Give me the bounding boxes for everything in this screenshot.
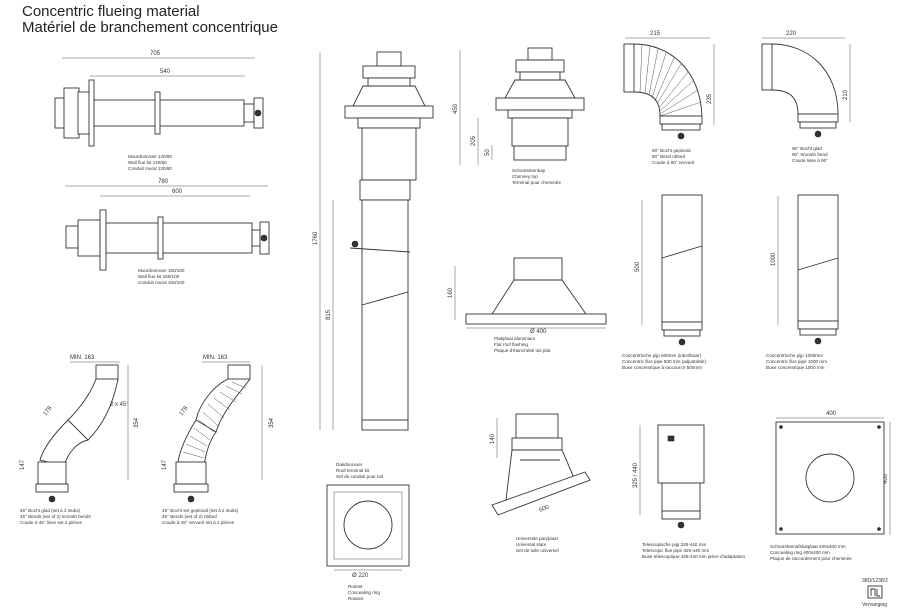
caption-wall-100-fr: Conduit mural 150/100 <box>138 280 185 285</box>
pipe-500: 500 Concentrische pijp 500mm (inkortbaar… <box>622 194 706 370</box>
caption-chimney-nl: Schoorsteenkap <box>512 168 546 173</box>
dim-540: 540 <box>160 69 171 75</box>
wall-flue-kit-80: 705 540 Muurdoorvoer 130/80 Wall flue ki… <box>54 51 264 171</box>
dim-705: 705 <box>150 51 161 57</box>
footer: 38D/1238/2 Vervanging <box>862 578 888 608</box>
caption-slate-en: Universal slate <box>516 542 547 547</box>
caption-plate-en: Concealing ring 400x400 mm <box>770 550 830 555</box>
caption-flat-nl: Plakplaat aluminium <box>494 336 535 341</box>
caption-p500-fr: Buse concentrique à raccourcir 500mm <box>622 365 702 370</box>
bend45-ribbed: MIN. 163 178 147 354 45° Bocht set geplo… <box>162 355 275 525</box>
dim-354-b: 354 <box>269 417 275 428</box>
dim-1000: 1000 <box>771 252 777 266</box>
caption-chimney-fr: Terminal pour cheminée <box>512 180 561 185</box>
caption-roseet-en: Concealing ring <box>348 590 380 595</box>
dim-178-a: 178 <box>43 405 54 417</box>
bend90-ribbed: 215 235 90° Bocht geplooid 90° Bend ribb… <box>623 31 715 165</box>
caption-slate-nl: Universele pan/plaat <box>516 536 559 541</box>
caption-p500-nl: Concentrische pijp 500mm (inkortbaar) <box>622 353 702 358</box>
title-line-1: Concentric flueing material <box>22 3 200 20</box>
caption-roseet-nl: Roseet <box>348 584 363 589</box>
dim-450: 450 <box>453 103 459 114</box>
caption-bend45r-nl: 45° Bocht set geplooid (set à 2 stuks) <box>162 508 239 513</box>
universal-slate: 140 600 Universele pan/plaat Universal s… <box>490 413 591 553</box>
dim-140: 140 <box>490 433 496 444</box>
flat-roof-flashing: 160 Ø 400 Plakplaat aluminium Flat roof … <box>448 257 607 353</box>
roseet: Ø 220 Roseet Concealing ring Rosace <box>326 484 410 601</box>
caption-tele-nl: Telescopische pijp 325-440 mm <box>642 542 707 547</box>
dim-min163-b: MIN. 163 <box>203 355 228 361</box>
dim-d400: Ø 400 <box>530 329 547 335</box>
caption-wall-100-nl: Muurdoorvoer 150/100 <box>138 268 185 273</box>
caption-roof-fr: Set de conduit pour toit <box>336 474 384 479</box>
caption-p1000-nl: Concentrische pijp 1000mm <box>766 353 823 358</box>
dim-1760: 1760 <box>313 231 319 245</box>
caption-roof-en: Roof terminal kit <box>336 468 370 473</box>
caption-flat-en: Flat roof flashing <box>494 342 528 347</box>
dim-220: 220 <box>786 31 797 37</box>
caption-roof-nl: Dakdoorvoer <box>336 462 363 467</box>
dim-400-w: 400 <box>826 411 837 417</box>
caption-wall-100-en: Wall flue kit 150/100 <box>138 274 180 279</box>
caption-wall-80-fr: Conduit mural 130/80 <box>128 166 172 171</box>
chimney-top: 450 205 50 Schoorsteenkap Chimney top Te… <box>453 47 585 185</box>
caption-bend45s-fr: Coude à 45° lisse set 2 pièces <box>20 520 83 525</box>
caption-b90r-nl: 90° Bocht geplooid <box>652 148 691 153</box>
dim-235: 235 <box>707 93 713 104</box>
caption-bend45s-en: 45° Bends (set of 2) smooth bends <box>20 514 91 519</box>
caption-b90r-fr: Coude à 90° nervuré <box>652 160 695 165</box>
bend45-smooth: MIN. 163 2 x 45° 178 147 354 45° Bocht g… <box>20 355 140 525</box>
caption-slate-fr: Set de tuile universel <box>516 548 559 553</box>
title-line-2: Matériel de branchement concentrique <box>22 19 278 36</box>
caption-plate-nl: Schoorsteenafsluitplaat 400x400 mm <box>770 544 846 549</box>
drawing-code: 38D/1238/2 <box>862 578 888 584</box>
caption-p1000-fr: Buse concentrique 1000 mm <box>766 365 825 370</box>
caption-tele-fr: Buse télescopique 325-440 mm pièce d'ada… <box>642 554 745 559</box>
dim-215: 215 <box>650 31 661 37</box>
dim-500: 500 <box>635 261 641 272</box>
caption-wall-80-en: Wall flue kit 130/80 <box>128 160 167 165</box>
caption-b90s-en: 90° Smooth bend <box>792 152 828 157</box>
dim-min163-a: MIN. 163 <box>70 355 95 361</box>
caption-wall-80-nl: Muurdoorvoer 130/80 <box>128 154 172 159</box>
dim-815: 815 <box>326 309 332 320</box>
dim-354-a: 354 <box>134 417 140 428</box>
caption-chimney-en: Chimney top <box>512 174 538 179</box>
dim-210: 210 <box>843 89 849 100</box>
dim-178-b: 178 <box>179 405 190 417</box>
dim-780: 780 <box>158 179 169 185</box>
caption-flat-fr: Plaque d'étanchéité toit plat <box>494 348 551 353</box>
caption-plate-fr: Plaque de raccordement pour cheminée <box>770 556 852 561</box>
dim-400-h: 400 <box>883 473 889 484</box>
dim-325-440: 325 / 440 <box>633 462 639 488</box>
dim-d220: Ø 220 <box>352 573 369 579</box>
brand-text: Vervanging <box>862 602 887 608</box>
caption-bend45r-en: 45° Bends (set of 2) ribbed <box>162 514 217 519</box>
caption-bend45s-nl: 45° Bocht glad (set à 2 stuks) <box>20 508 81 513</box>
ceiling-plate: 400 400 Schoorsteenafsluitplaat 400x400 … <box>770 411 891 561</box>
caption-p500-en: Concentric flue pipe 500 mm (adjustable) <box>622 359 706 364</box>
dim-147-a: 147 <box>20 459 26 470</box>
telescopic-pipe: 325 / 440 Telescopische pijp 325-440 mm … <box>633 424 745 559</box>
caption-b90s-fr: Coude lisse à 90° <box>792 158 828 163</box>
roof-terminal-kit: 1760 815 Dakdoorvoer Roof terminal kit S… <box>313 51 434 479</box>
wall-flue-kit-100: 780 600 Muurdoorvoer 150/100 Wall flue k… <box>65 179 270 285</box>
caption-roseet-fr: Rosace <box>348 596 364 601</box>
bend90-smooth: 220 210 90° Bocht glad 90° Smooth bend C… <box>761 31 851 163</box>
dim-600: 600 <box>172 189 183 195</box>
dim-205: 205 <box>471 135 477 146</box>
dim-50: 50 <box>485 149 491 156</box>
caption-p1000-en: Concentric flue pipe 1000 mm <box>766 359 827 364</box>
dim-160: 160 <box>448 287 454 298</box>
dim-600-slate: 600 <box>539 504 551 514</box>
caption-b90r-en: 90° Bend ribbed <box>652 154 685 159</box>
caption-tele-en: Telescopic flue pipe 325-440 mm <box>642 548 709 553</box>
pipe-1000: 1000 Concentrische pijp 1000mm Concentri… <box>766 194 839 370</box>
caption-b90s-nl: 90° Bocht glad <box>792 146 822 151</box>
dim-147-b: 147 <box>162 459 168 470</box>
dim-2x45: 2 x 45° <box>110 402 129 408</box>
caption-bend45r-fr: Coude à 45° nervuré set à 2 pièces <box>162 520 235 525</box>
